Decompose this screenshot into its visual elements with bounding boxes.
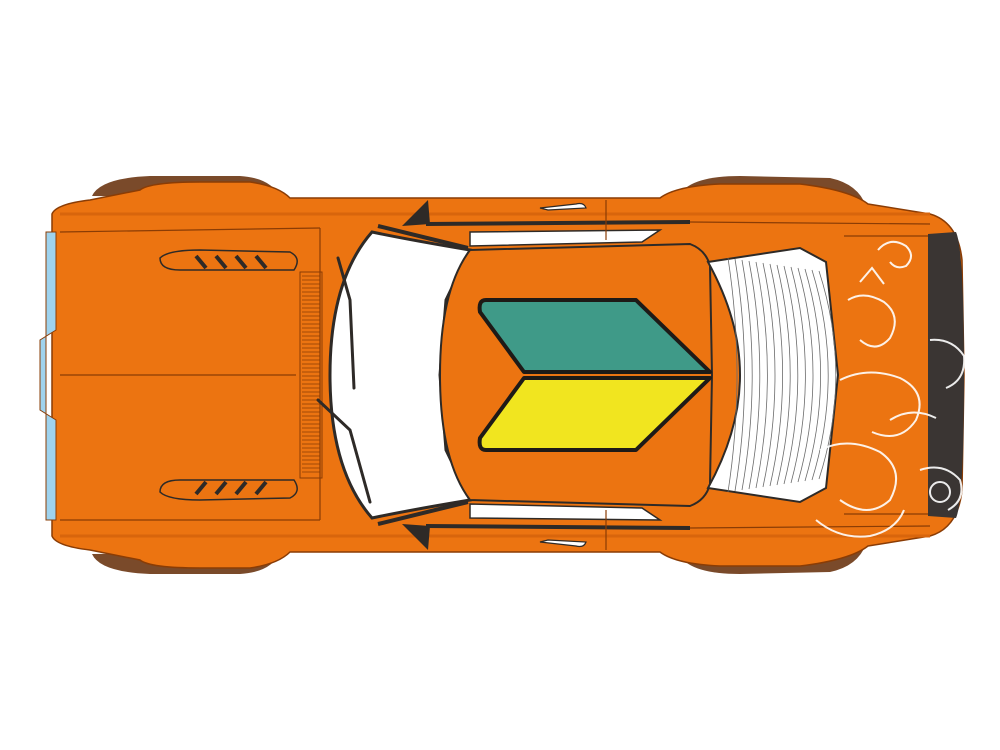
wipers: [316, 256, 372, 504]
rear-panel: [928, 232, 964, 518]
louver-slat: [741, 259, 753, 491]
louver-slat: [748, 260, 761, 490]
front-light-strip: [39, 231, 57, 521]
windshield-top-trim: [377, 224, 469, 250]
right-door-handle: [539, 539, 587, 548]
louver-slat: [776, 264, 791, 486]
rear-window-louvers: [727, 257, 837, 493]
right-window-trim: [425, 524, 691, 530]
hood-vent-bottom: [159, 479, 298, 501]
hood-edge-top: [59, 227, 321, 233]
rear-window: [706, 246, 840, 504]
left-mirror-mount: [402, 200, 430, 226]
louver-slat: [727, 257, 738, 493]
beginner-driver-mark-icon: [477, 298, 712, 452]
roof: [438, 242, 714, 508]
louver-slat: [818, 270, 837, 480]
louver-slat: [783, 265, 799, 485]
louver-slat: [811, 269, 829, 481]
badge-green-half: [477, 298, 712, 374]
trunk-right-crease: [689, 525, 931, 529]
trunk-left-crease: [689, 221, 931, 225]
left-window-trim: [425, 220, 691, 226]
badge-yellow-half: [477, 376, 712, 452]
left-side-window: [469, 229, 663, 247]
louver-slat: [790, 266, 806, 484]
cowl-grille: [299, 271, 323, 479]
louver-slat: [769, 263, 783, 487]
windshield: [328, 230, 473, 520]
louver-slat: [804, 268, 821, 482]
louver-slat: [762, 262, 776, 488]
right-mirror-mount: [402, 524, 430, 550]
right-side-window: [469, 503, 663, 521]
windshield-bottom-trim: [377, 500, 469, 526]
decorative-watermark-icon: [815, 240, 966, 538]
left-door-handle: [539, 202, 587, 211]
louver-slat: [755, 261, 768, 489]
hood-vent-top: [159, 249, 298, 271]
louver-slat: [734, 258, 745, 492]
louver-slat: [797, 267, 814, 483]
